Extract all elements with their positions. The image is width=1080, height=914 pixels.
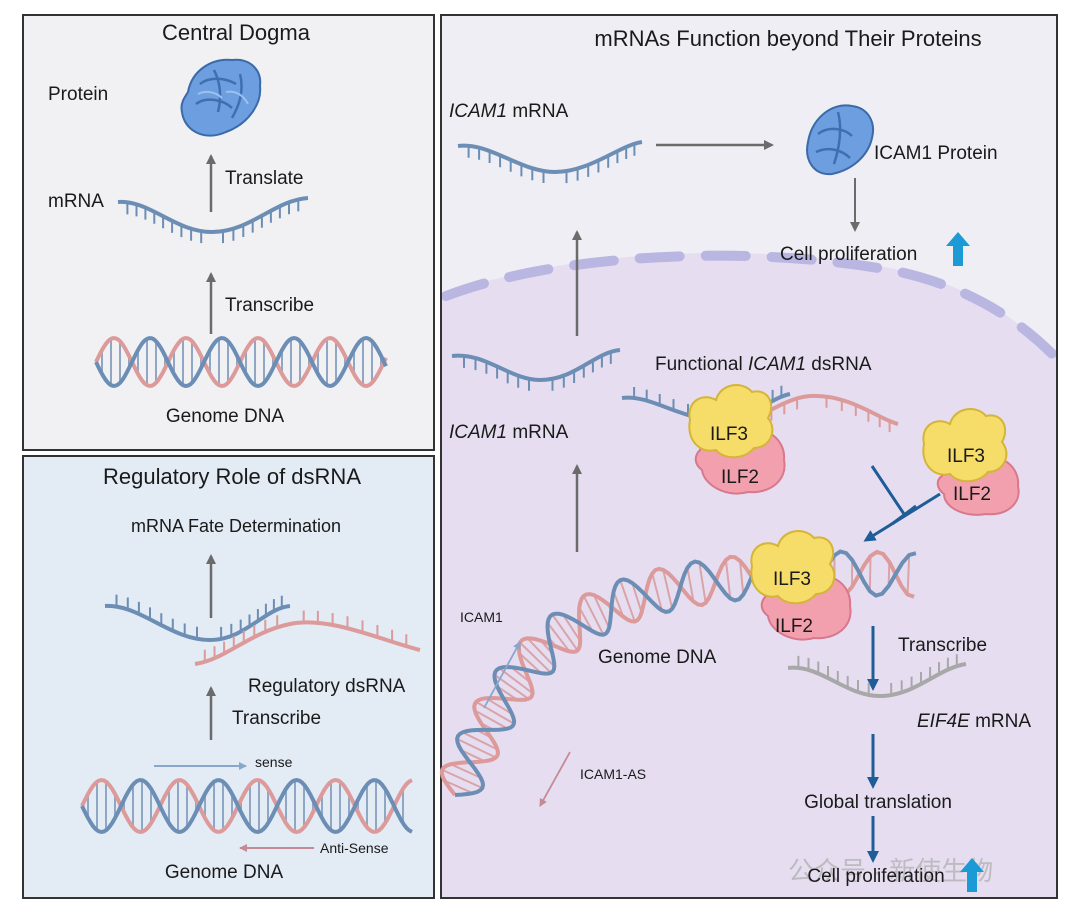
mrna-label: mRNA [48,191,104,212]
reg-genome-dna-label: Genome DNA [165,862,284,883]
cell-proliferation-bottom-label: Cell proliferation [807,866,944,887]
up-arrow-icon-bottom [960,858,984,892]
icam1-mrna-nuclear-label: ICAM1 mRNA [449,422,569,443]
genome-dna-label: Genome DNA [166,406,285,427]
icam1-protein-label: ICAM1 Protein [874,143,998,164]
ilf3-blob-3 [750,530,836,605]
ilf-complex-1: ILF3 ILF2 [688,384,786,495]
ilf3-label-1: ILF3 [710,424,748,445]
mrna-suffix: mRNA [507,101,569,122]
nuclear-genome-dna-label: Genome DNA [598,647,717,668]
functional-prefix: Functional [655,354,748,375]
translate-label: Translate [225,168,304,189]
functional-dsrna-label: Functional ICAM1 dsRNA [655,354,872,375]
icam1-direction-arrow [483,641,521,709]
sense-label: sense [255,754,293,770]
cell-proliferation-top-label: Cell proliferation [780,244,917,265]
functional-gene: ICAM1 [748,354,806,375]
regulatory-title: Regulatory Role of dsRNA [103,464,361,489]
ilf3-blob-2 [922,408,1008,483]
icam1-as-strand-label: ICAM1-AS [580,766,646,782]
ilf-complex-3: ILF3 ILF2 [750,530,852,641]
eif4e-gene-name: EIF4E [917,711,970,732]
ilf2-label-2: ILF2 [953,484,991,505]
regulatory-dsrna-label: Regulatory dsRNA [248,676,406,697]
global-translation-label: Global translation [804,792,952,813]
ilf2-label-1: ILF2 [721,467,759,488]
icam1-as-direction-arrow [539,751,571,807]
protein-blob-icon [180,58,262,137]
transcribe-label: Transcribe [225,295,314,316]
eif4e-mrna-suffix: mRNA [970,711,1032,732]
icam1-mrna-nuclear-strand [451,348,621,391]
icam1-strand-label: ICAM1 [460,609,503,625]
eif4e-mrna-label: EIF4E mRNA [917,711,1031,732]
genome-dna-helix [94,335,388,389]
ilf3-label-3: ILF3 [773,569,811,590]
regulatory-dsrna [104,594,421,666]
ilf3-blob-1 [688,384,774,459]
mrna-suffix-2: mRNA [507,422,569,443]
nuclear-transcribe-label: Transcribe [898,635,987,656]
icam1-mrna-top-strand [457,140,643,184]
ilf3-label-2: ILF3 [947,446,985,467]
ilf-complex-2: ILF3 ILF2 [922,408,1020,516]
reg-transcribe-label: Transcribe [232,708,321,729]
icam1-gene-name-2: ICAM1 [449,422,507,443]
icam1-mrna-top-label: ICAM1 mRNA [449,101,569,122]
reg-genome-dna-helix [80,777,413,835]
central-dogma-title: Central Dogma [162,20,311,45]
mrna-strand [117,196,309,244]
ilf-binding-arrow [863,492,941,542]
protein-label: Protein [48,84,108,105]
anti-sense-label: Anti-Sense [320,840,389,856]
nuclear-membrane [442,250,1056,365]
ilf2-label-3: ILF2 [775,616,813,637]
mrnas-title: mRNAs Function beyond Their Proteins [594,26,981,51]
icam1-gene-name: ICAM1 [449,101,507,122]
functional-suffix: dsRNA [806,354,872,375]
fate-label: mRNA Fate Determination [131,516,341,536]
icam1-protein-icon [806,104,874,176]
up-arrow-icon-top [946,232,970,266]
eif4e-mrna-strand [787,654,967,699]
watermark: 公众号 · 新使生物 [788,856,993,886]
